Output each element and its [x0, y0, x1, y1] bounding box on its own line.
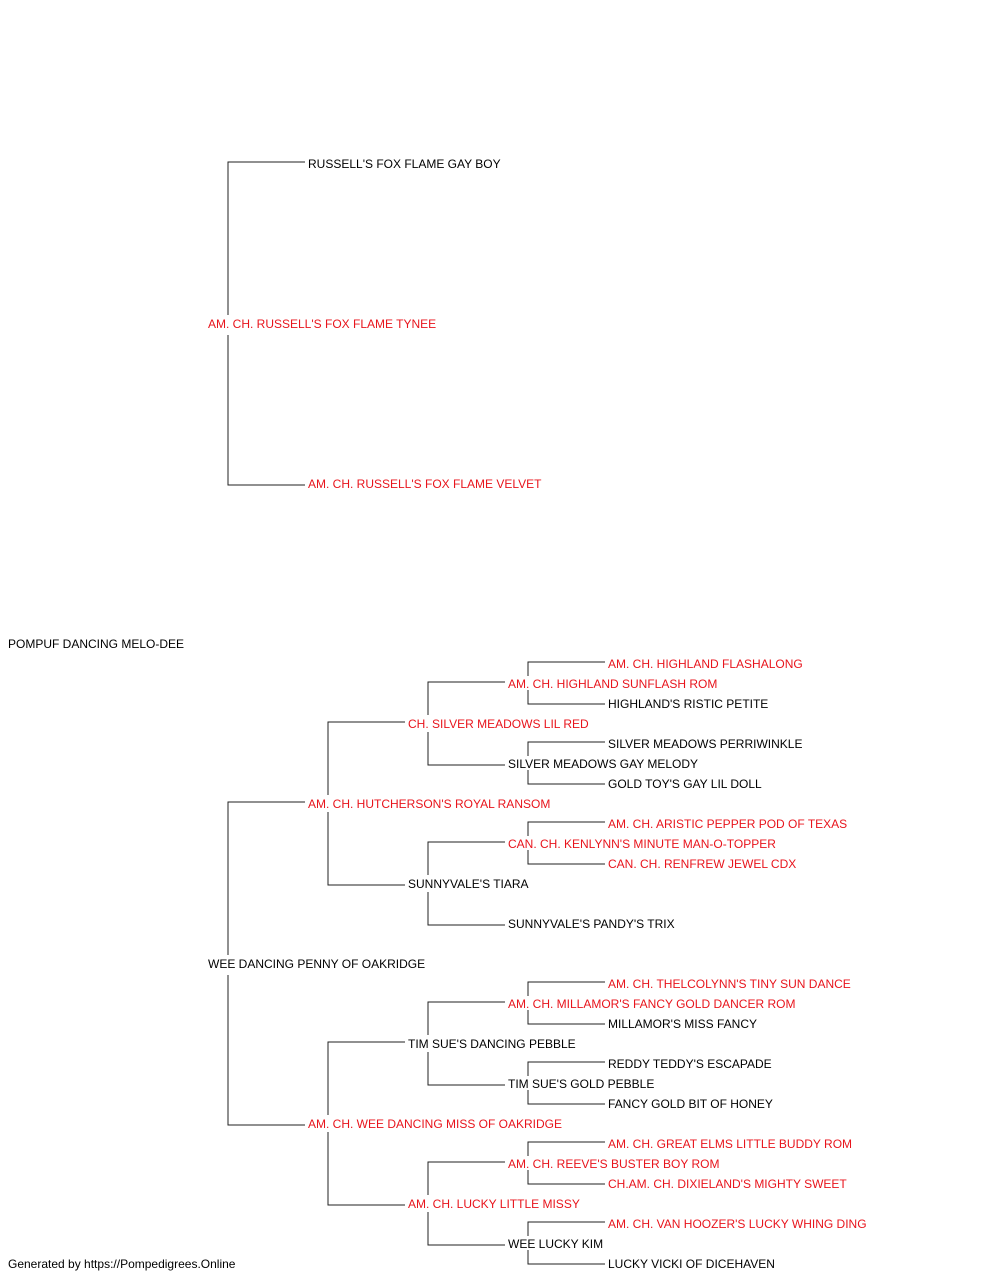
connector-sire-dam: [227, 335, 305, 486]
connector-g4-4: [427, 892, 505, 926]
ancestor-g5-3: SILVER MEADOWS PERRIWINKLE: [608, 737, 803, 751]
generated-by-footer: Generated by https://Pompedigrees.Online: [8, 1257, 236, 1271]
ancestor-g5-10: FANCY GOLD BIT OF HONEY: [608, 1097, 773, 1111]
ancestor-g5-5: AM. CH. ARISTIC PEPPER POD OF TEXAS: [608, 817, 848, 831]
ancestor-g5-2: HIGHLAND'S RISTIC PETITE: [608, 697, 769, 711]
ancestor-g5-11: AM. CH. GREAT ELMS LITTLE BUDDY ROM: [608, 1137, 853, 1151]
connector-g4-6: [427, 1052, 505, 1086]
connector-dam-dam-sire: [327, 1041, 405, 1115]
sire-name: AM. CH. RUSSELL'S FOX FLAME TYNEE: [208, 317, 437, 331]
connector-dam-dam-dam: [327, 1132, 405, 1206]
connector-dam-sire: [227, 801, 305, 955]
ancestor-g5-7: AM. CH. THELCOLYNN'S TINY SUN DANCE: [608, 977, 851, 991]
dam-sire-dam-name: SUNNYVALE'S TIARA: [408, 877, 529, 891]
dam-sire-dam-dam-name: SUNNYVALE'S PANDY'S TRIX: [508, 917, 675, 931]
dam-sire-sire-sire-name: AM. CH. HIGHLAND SUNFLASH ROM: [508, 677, 718, 691]
connector-g5-1: [527, 661, 605, 676]
dam-sire-sire-name: CH. SILVER MEADOWS LIL RED: [408, 717, 589, 731]
connector-dam-sire-sire: [327, 721, 405, 795]
connector-g4-1: [427, 681, 505, 715]
connector-g5-12: [527, 1170, 605, 1185]
connector-g4-5: [427, 1001, 505, 1035]
dam-dam-sire-name: TIM SUE'S DANCING PEBBLE: [408, 1037, 576, 1051]
connector-g5-3: [527, 741, 605, 756]
ancestor-g5-4: GOLD TOY'S GAY LIL DOLL: [608, 777, 762, 791]
connector-dam-sire-dam: [327, 812, 405, 886]
connector-g5-14: [527, 1250, 605, 1265]
connector-g5-4: [527, 770, 605, 785]
dam-dam-name: AM. CH. WEE DANCING MISS OF OAKRIDGE: [308, 1117, 563, 1131]
connector-g5-10: [527, 1090, 605, 1105]
ancestor-g5-1: AM. CH. HIGHLAND FLASHALONG: [608, 657, 803, 671]
connector-g5-13: [527, 1221, 605, 1236]
dam-dam-dam-dam-name: WEE LUCKY KIM: [508, 1237, 604, 1251]
ancestor-g5-13: AM. CH. VAN HOOZER'S LUCKY WHING DING: [608, 1217, 867, 1231]
ancestor-g5-12: CH.AM. CH. DIXIELAND'S MIGHTY SWEET: [608, 1177, 847, 1191]
ancestor-g5-9: REDDY TEDDY'S ESCAPADE: [608, 1057, 772, 1071]
dam-dam-sire-dam-name: TIM SUE'S GOLD PEBBLE: [508, 1077, 655, 1091]
dam-name: WEE DANCING PENNY OF OAKRIDGE: [208, 957, 426, 971]
subject-dog-name: POMPUF DANCING MELO-DEE: [8, 637, 185, 651]
connector-dam-dam: [227, 975, 305, 1126]
dam-dam-dam-name: AM. CH. LUCKY LITTLE MISSY: [408, 1197, 580, 1211]
connector-g5-8: [527, 1010, 605, 1025]
sire-dam-name: AM. CH. RUSSELL'S FOX FLAME VELVET: [308, 477, 542, 491]
connector-g5-11: [527, 1141, 605, 1156]
dam-sire-dam-sire-name: CAN. CH. KENLYNN'S MINUTE MAN-O-TOPPER: [508, 837, 776, 851]
connector-g4-7: [427, 1161, 505, 1195]
ancestor-g5-14: LUCKY VICKI OF DICEHAVEN: [608, 1257, 775, 1271]
connector-sire-sire: [227, 161, 305, 315]
sire-sire-name: RUSSELL'S FOX FLAME GAY BOY: [308, 157, 501, 171]
connector-g5-2: [527, 690, 605, 705]
connector-g5-9: [527, 1061, 605, 1076]
connector-g5-7: [527, 981, 605, 996]
connector-g5-6: [527, 850, 605, 865]
connector-g4-8: [427, 1212, 505, 1246]
dam-sire-name: AM. CH. HUTCHERSON'S ROYAL RANSOM: [308, 797, 551, 811]
ancestor-g5-8: MILLAMOR'S MISS FANCY: [608, 1017, 757, 1031]
dam-dam-dam-sire-name: AM. CH. REEVE'S BUSTER BOY ROM: [508, 1157, 720, 1171]
connector-g4-3: [427, 841, 505, 875]
dam-sire-sire-dam-name: SILVER MEADOWS GAY MELODY: [508, 757, 699, 771]
connector-g4-2: [427, 732, 505, 766]
ancestor-g5-6: CAN. CH. RENFREW JEWEL CDX: [608, 857, 797, 871]
dam-dam-sire-sire-name: AM. CH. MILLAMOR'S FANCY GOLD DANCER ROM: [508, 997, 796, 1011]
connector-g5-5: [527, 821, 605, 836]
